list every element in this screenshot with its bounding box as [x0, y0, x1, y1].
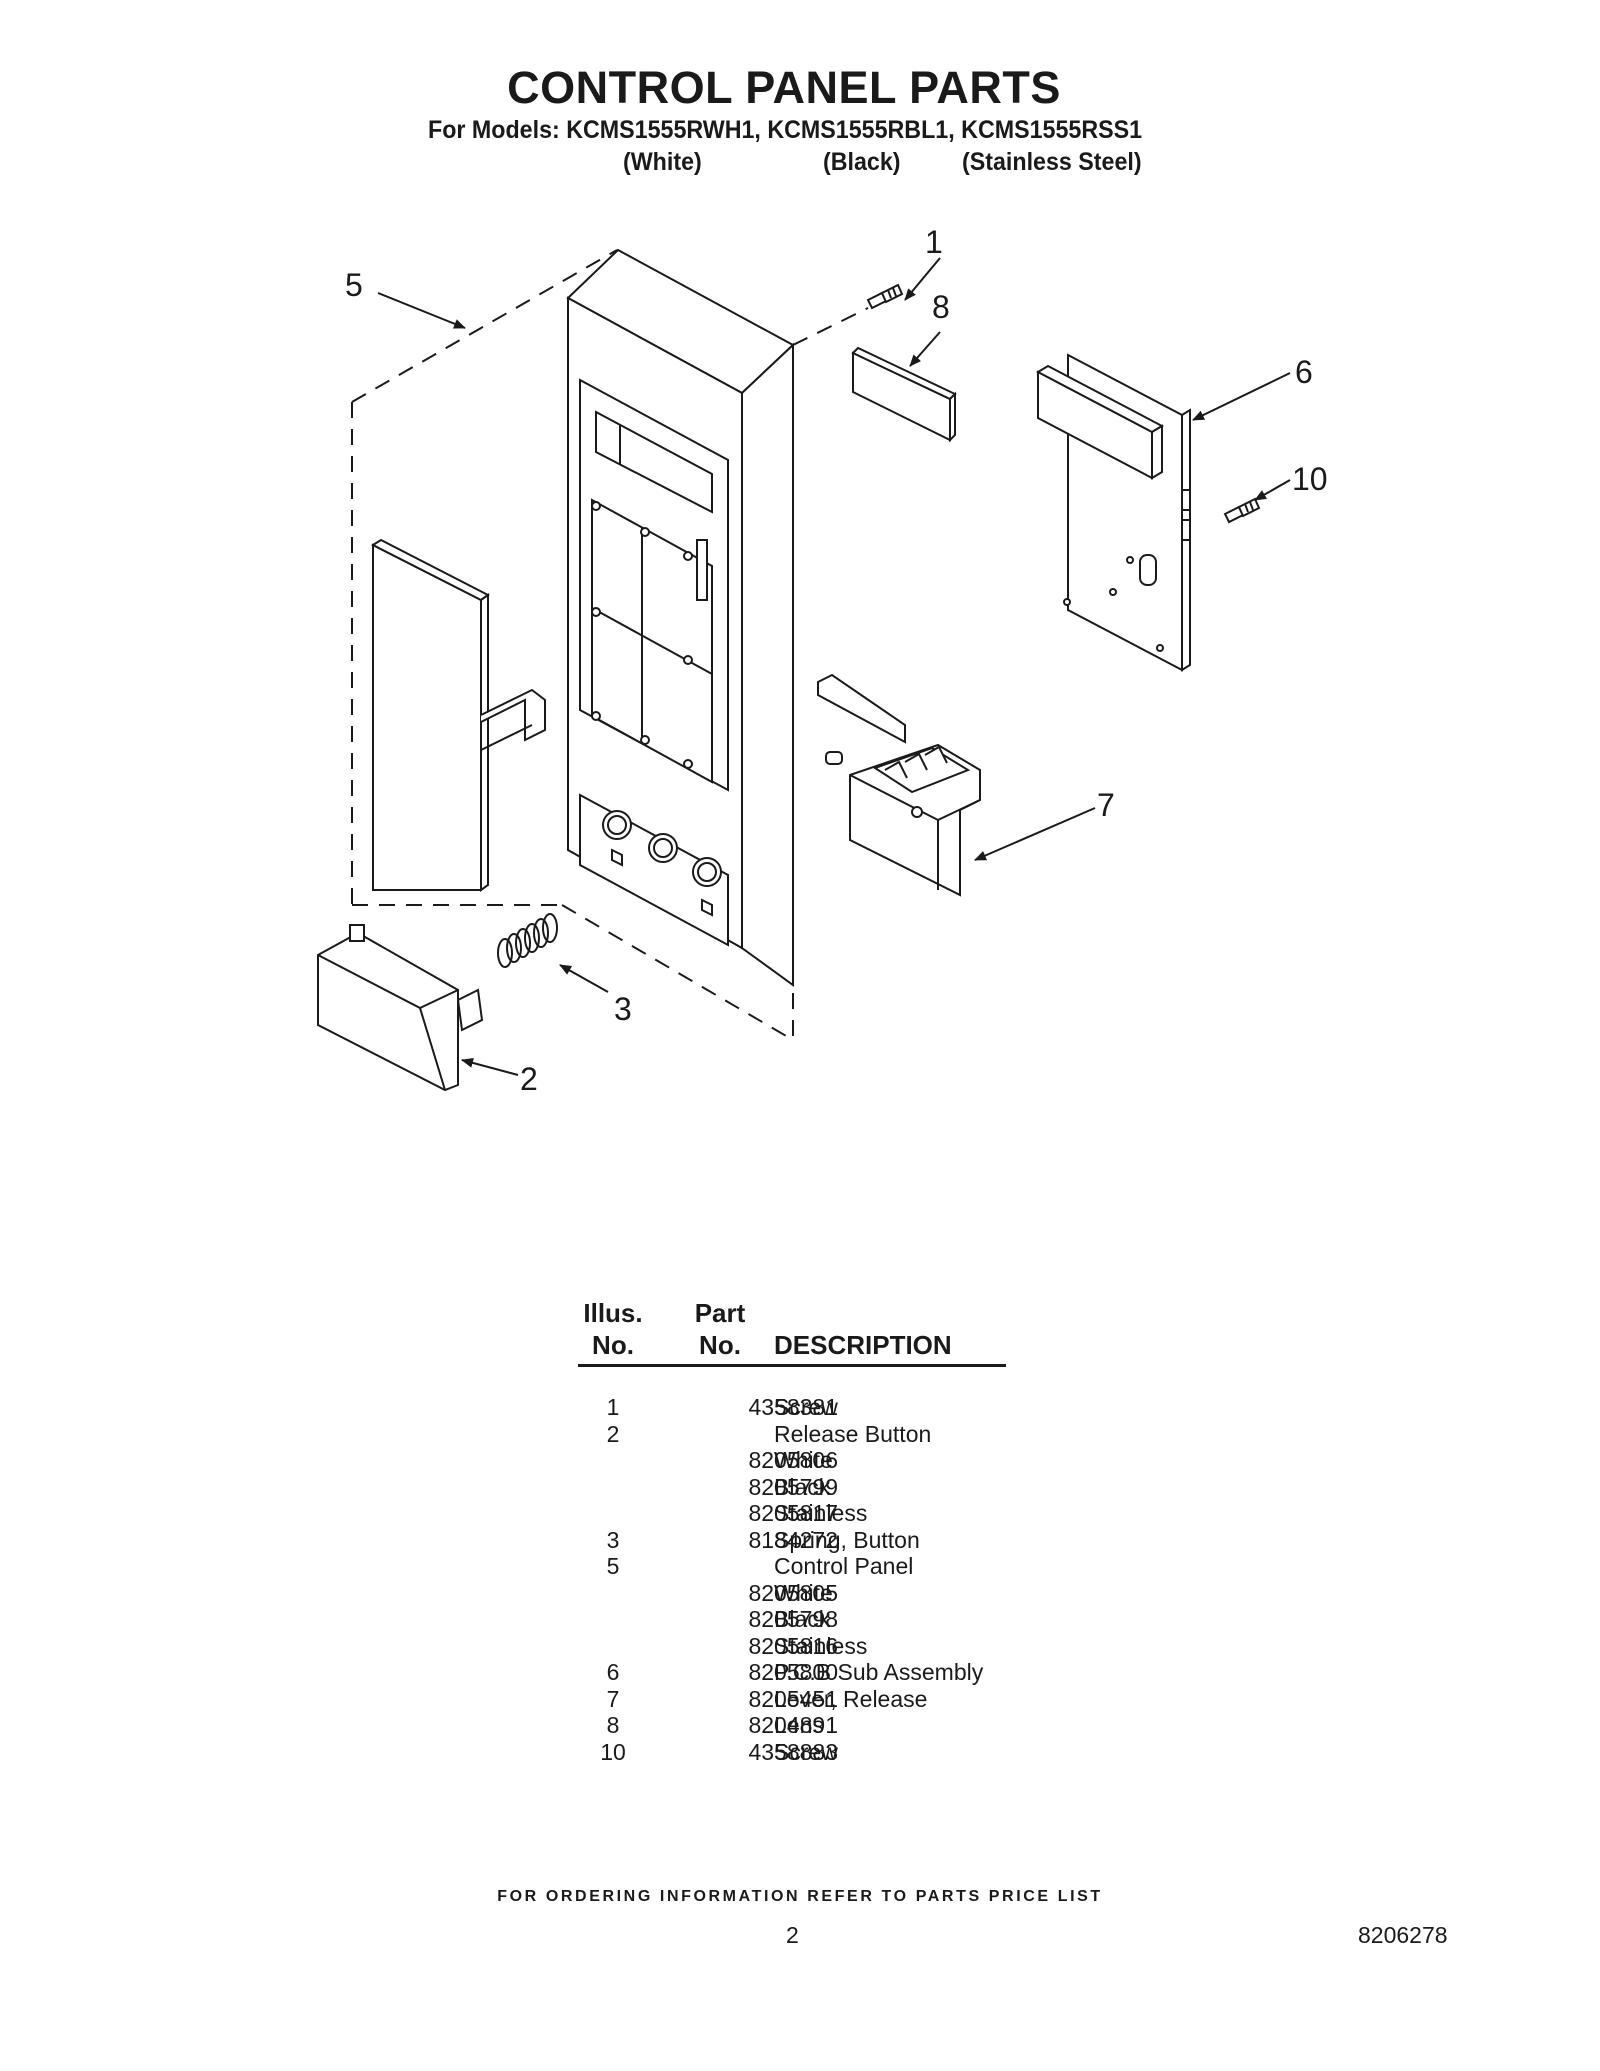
page-number: 2	[786, 1922, 799, 1948]
part-number: 8205451	[748, 1685, 838, 1712]
pcb-assembly-part	[1035, 353, 1191, 672]
part-description: Lens	[774, 1712, 824, 1738]
illus-number: 7	[606, 1685, 620, 1712]
part-description: Control Panel	[774, 1553, 914, 1579]
part-number: 4358883	[748, 1738, 838, 1765]
part-number: 8205805	[748, 1579, 838, 1606]
table-row: 5 Control Panel	[578, 1553, 1018, 1580]
color-black: (Black)	[823, 148, 901, 176]
models-line: For Models: KCMS1555RWH1, KCMS1555RBL1, …	[428, 116, 1143, 144]
callout-8: 8	[932, 289, 950, 325]
part-description: Screw	[774, 1394, 838, 1420]
exploded-parts-diagram: 1 2 3 5 6 7 8 10	[317, 224, 1328, 1097]
illus-number: 5	[606, 1553, 620, 1579]
callout-7: 7	[1097, 787, 1115, 823]
callout-5: 5	[345, 267, 363, 303]
header-illus: Illus.	[583, 1298, 643, 1328]
illus-number: 3	[606, 1526, 620, 1553]
part-number: 4358381	[748, 1394, 838, 1420]
screw-right	[1223, 497, 1261, 524]
part-description: P.C.B Sub Assembly	[774, 1659, 984, 1685]
part-number: 8205806	[748, 1447, 838, 1473]
header-part-no: No.	[699, 1330, 741, 1360]
illus-number: 6	[606, 1659, 620, 1685]
leader-1	[904, 257, 941, 301]
part-description: Spring, Button	[774, 1526, 920, 1553]
callout-6: 6	[1295, 354, 1313, 390]
leader-10	[1254, 479, 1291, 501]
part-number: 8205816	[748, 1632, 838, 1659]
table-header-rule	[578, 1364, 1006, 1367]
part-description: Screw	[774, 1738, 838, 1765]
part-description: Black	[774, 1606, 831, 1632]
part-number: 8205817	[748, 1500, 838, 1526]
callout-1: 1	[925, 224, 943, 260]
page-title: CONTROL PANEL PARTS	[507, 62, 1061, 113]
release-button-part	[317, 924, 484, 1092]
header-illus-no: No.	[592, 1330, 634, 1360]
part-description: Black	[774, 1473, 831, 1500]
leader-7	[974, 807, 1096, 861]
callout-2: 2	[520, 1061, 538, 1097]
leader-6	[1192, 372, 1291, 421]
part-description: Stainless	[774, 1500, 868, 1526]
part-number: 8205799	[748, 1473, 838, 1500]
screw-top	[866, 283, 904, 310]
color-stainless: (Stainless Steel)	[962, 148, 1142, 176]
header-part: Part	[694, 1298, 746, 1328]
part-number: 8184272	[748, 1526, 838, 1553]
release-lever-part	[817, 673, 981, 897]
table-row: 2 Release Button	[578, 1421, 1018, 1448]
illus-number: 8	[606, 1712, 620, 1738]
part-number: 8204891	[748, 1712, 838, 1738]
header-description: DESCRIPTION	[774, 1330, 952, 1360]
membrane-panel	[370, 538, 546, 892]
illus-number: 10	[600, 1738, 626, 1765]
part-description: Lever, Release	[774, 1685, 928, 1712]
illus-number: 2	[606, 1420, 620, 1447]
leader-5	[377, 292, 466, 329]
control-panel-part	[566, 248, 795, 987]
leader-3	[559, 964, 609, 993]
part-description: White	[774, 1447, 833, 1473]
callout-10: 10	[1292, 461, 1328, 497]
part-description: Release Button	[774, 1420, 932, 1447]
part-number: 8205798	[748, 1606, 838, 1632]
spring-part	[497, 913, 558, 968]
color-white: (White)	[623, 148, 702, 176]
lens-part	[851, 346, 957, 443]
leader-2	[461, 1058, 519, 1076]
part-number: 8205800	[748, 1659, 838, 1685]
callout-3: 3	[614, 991, 632, 1027]
part-description: Stainless	[774, 1632, 868, 1659]
leader-8	[909, 331, 941, 367]
ordering-note: FOR ORDERING INFORMATION REFER TO PARTS …	[497, 1888, 1103, 1905]
document-number: 8206278	[1358, 1922, 1448, 1948]
illus-number: 1	[606, 1394, 620, 1420]
part-description: White	[774, 1579, 833, 1606]
